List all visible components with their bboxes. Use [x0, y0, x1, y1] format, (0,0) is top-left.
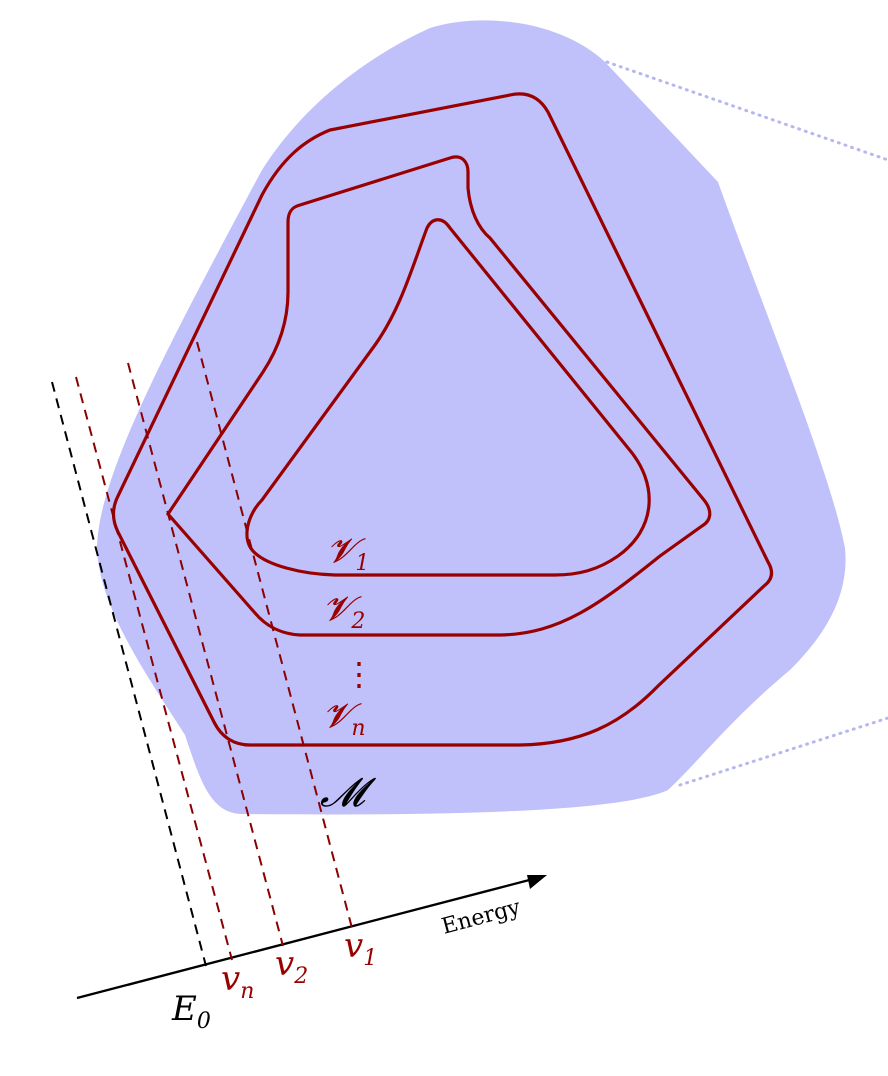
- energy-axis-arrowhead: [527, 875, 547, 889]
- level-set-v2-curve: [165, 155, 712, 637]
- energy-axis: [76, 876, 538, 1000]
- projection-line-v2: [127, 362, 284, 947]
- energy-axis-title: Energy: [439, 895, 524, 940]
- tick-label-vn: vn: [221, 959, 254, 1004]
- manifold-region: [97, 20, 846, 815]
- zoom-line-bottom: [678, 716, 888, 787]
- tick-label-e0: E0: [171, 989, 211, 1034]
- level-set-v1-curve: [245, 218, 651, 577]
- tick-label-v1: v1: [344, 926, 377, 971]
- zoom-line-top: [605, 60, 888, 162]
- level-set-ellipsis: ⋮: [343, 655, 375, 693]
- tick-label-v2: v2: [275, 944, 308, 989]
- level-set-vn-curve: [111, 92, 774, 747]
- projection-line-vn: [75, 376, 233, 961]
